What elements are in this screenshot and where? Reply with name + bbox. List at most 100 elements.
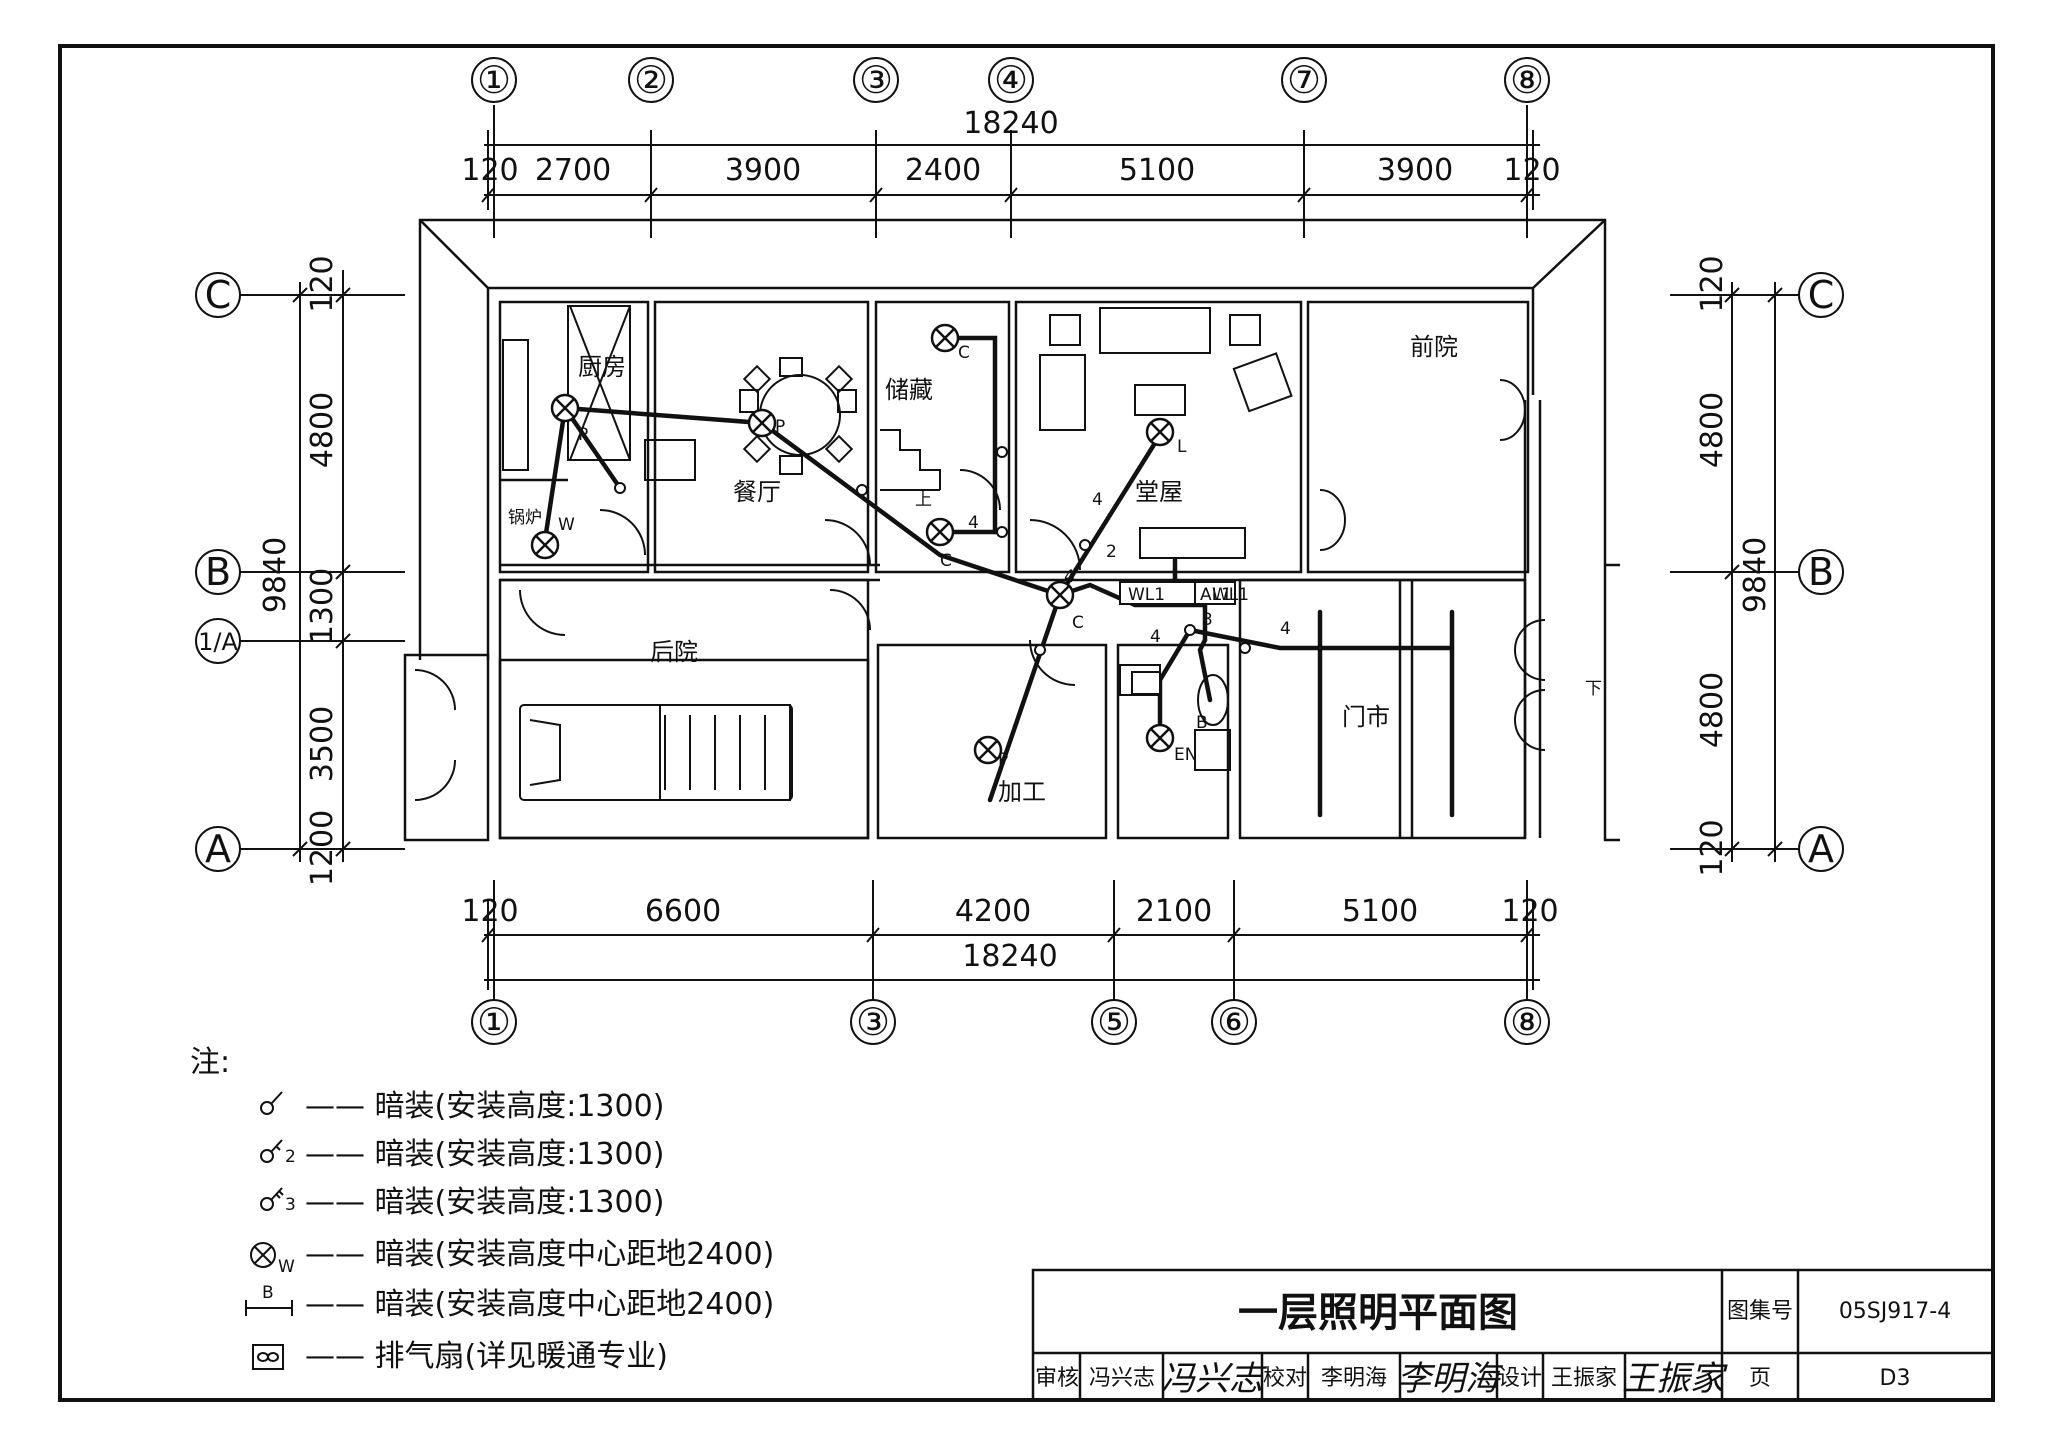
top-dimension-lines bbox=[481, 105, 1540, 238]
dim-top-seg: 2400 bbox=[905, 153, 981, 188]
dim-bottom-overall: 18240 bbox=[962, 939, 1057, 974]
room-hall: 堂屋 bbox=[1135, 478, 1183, 506]
legend-item: —— 暗装(安装高度中心距地2400) bbox=[305, 1287, 774, 1322]
legend-item: —— 暗装(安装高度中心距地2400) bbox=[305, 1237, 774, 1272]
switch-1-icon bbox=[260, 1091, 283, 1115]
axis-4-top: ④ bbox=[994, 58, 1028, 102]
notes-heading: 注: bbox=[190, 1045, 230, 1080]
label-2: 2 bbox=[1106, 542, 1117, 562]
junction-dots bbox=[614, 446, 1251, 656]
atlas-number: 05SJ917-4 bbox=[1839, 1299, 1951, 1324]
light-fixtures bbox=[530, 323, 1175, 765]
exhaust-fan-icon bbox=[1131, 671, 1161, 695]
left-axis-labels: C B 1/A A bbox=[198, 273, 238, 871]
dim-left-seg: 1300 bbox=[305, 568, 340, 644]
dim-right-overall: 9840 bbox=[1738, 537, 1773, 613]
axis-3-top: ③ bbox=[859, 58, 893, 102]
atlas-label: 图集号 bbox=[1727, 1299, 1793, 1324]
dim-right-seg: 4800 bbox=[1695, 672, 1730, 748]
label-p: P bbox=[775, 417, 785, 437]
axis-8-top: ⑧ bbox=[1510, 58, 1544, 102]
left-dimension-values: 9840 120 4800 1300 3500 1200 bbox=[258, 255, 340, 886]
legend-sub-w: W bbox=[278, 1257, 295, 1277]
label-4: 4 bbox=[1092, 490, 1103, 510]
page-label: 页 bbox=[1749, 1366, 1771, 1391]
label-l: L bbox=[1177, 437, 1187, 457]
dim-top-seg: 120 bbox=[1503, 153, 1560, 188]
axis-b-right: B bbox=[1808, 550, 1834, 594]
designer-name: 王振家 bbox=[1551, 1366, 1617, 1391]
room-front-yard: 前院 bbox=[1410, 333, 1458, 361]
bottom-axis-labels: ① ③ ⑤ ⑥ ⑧ bbox=[477, 1000, 1544, 1044]
top-axis-labels: ① ② ③ ④ ⑦ ⑧ bbox=[477, 58, 1544, 102]
bath-light-icon bbox=[1145, 723, 1175, 753]
room-labels: 厨房 锅炉 餐厅 储藏 堂屋 前院 后院 加工 门市 bbox=[508, 333, 1458, 806]
room-dining: 餐厅 bbox=[733, 478, 781, 506]
switch-2-icon bbox=[260, 1139, 283, 1163]
reviewer-signature: 冯兴志 bbox=[1161, 1359, 1268, 1399]
dim-top-seg: 5100 bbox=[1119, 153, 1195, 188]
hall-light-icon bbox=[1145, 417, 1175, 447]
exhaust-fan-legend-icon bbox=[252, 1344, 284, 1370]
legend-items: —— 暗装(安装高度:1300) —— 暗装(安装高度:1300) —— 暗装(… bbox=[305, 1089, 774, 1374]
label-c: C bbox=[1072, 613, 1084, 633]
kitchen-light-icon bbox=[550, 393, 580, 423]
dim-left-seg: 3500 bbox=[305, 706, 340, 782]
distribution-boxes bbox=[1119, 581, 1236, 695]
dim-top-seg: 120 bbox=[461, 153, 518, 188]
right-axis-labels: C B A bbox=[1808, 273, 1835, 871]
axis-a-left: A bbox=[205, 827, 231, 871]
switch-3-icon bbox=[260, 1187, 284, 1211]
label-down: 下 bbox=[1585, 679, 1602, 699]
dim-left-seg: 120 bbox=[305, 255, 340, 312]
check-label: 校对 bbox=[1263, 1366, 1307, 1391]
dim-left-seg: 1200 bbox=[305, 810, 340, 886]
axis-1-bottom: ① bbox=[477, 1000, 511, 1044]
legend-symbol-text: 2 3 W B bbox=[262, 1147, 296, 1303]
label-4: 4 bbox=[968, 513, 979, 533]
dim-left-overall: 9840 bbox=[258, 537, 293, 613]
right-dimension-lines bbox=[1670, 282, 1800, 862]
drawing-title: 一层照明平面图 bbox=[1238, 1290, 1518, 1336]
al1-panel bbox=[1194, 581, 1236, 605]
label-up: 上 bbox=[915, 490, 932, 510]
label-en: EN bbox=[1174, 745, 1197, 765]
legend-item: —— 暗装(安装高度:1300) bbox=[305, 1137, 664, 1172]
axis-1a-left: 1/A bbox=[198, 628, 238, 656]
room-boiler: 锅炉 bbox=[508, 508, 542, 528]
processing-light-icon bbox=[973, 735, 1003, 765]
room-back-yard: 后院 bbox=[650, 638, 698, 666]
axis-c-right: C bbox=[1808, 273, 1835, 317]
axis-8-bottom: ⑧ bbox=[1510, 1000, 1544, 1044]
hub-light-icon bbox=[1045, 580, 1075, 610]
bottom-dimension-lines bbox=[481, 880, 1540, 1000]
axis-5-bottom: ⑤ bbox=[1097, 1000, 1131, 1044]
label-wl1: WL1 bbox=[1212, 585, 1249, 605]
sheet-border bbox=[58, 44, 1995, 1402]
review-label: 审核 bbox=[1035, 1366, 1079, 1391]
label-b: B bbox=[1196, 713, 1208, 733]
floor-plan-walls bbox=[403, 218, 1620, 842]
checker-name: 李明海 bbox=[1321, 1366, 1387, 1391]
design-label: 设计 bbox=[1498, 1366, 1542, 1391]
top-dimension-values: 18240 120 2700 3900 2400 5100 3900 120 bbox=[461, 106, 1560, 188]
dim-bottom-seg: 120 bbox=[461, 894, 518, 929]
checker-signature: 李明海 bbox=[1397, 1359, 1504, 1399]
top-axis-bubbles bbox=[471, 57, 1550, 103]
dim-bottom-seg: 2100 bbox=[1136, 894, 1212, 929]
reviewer-name: 冯兴志 bbox=[1089, 1366, 1155, 1391]
axis-3-bottom: ③ bbox=[856, 1000, 890, 1044]
bottom-axis-bubbles bbox=[471, 999, 1550, 1045]
room-shop: 门市 bbox=[1342, 703, 1390, 731]
label-al1: AL1 bbox=[1200, 585, 1232, 605]
room-storage: 储藏 bbox=[885, 376, 933, 404]
dim-left-seg: 4800 bbox=[305, 392, 340, 468]
room-processing: 加工 bbox=[998, 778, 1046, 806]
bottom-dimension-values: 120 6600 4200 2100 5100 120 18240 bbox=[461, 894, 1558, 974]
dim-bottom-seg: 120 bbox=[1501, 894, 1558, 929]
storage-light-icon bbox=[930, 323, 960, 353]
designer-signature: 王振家 bbox=[1622, 1359, 1728, 1399]
legend-item: —— 排气扇(详见暖通专业) bbox=[305, 1339, 668, 1374]
corridor-light-icon bbox=[925, 517, 955, 547]
